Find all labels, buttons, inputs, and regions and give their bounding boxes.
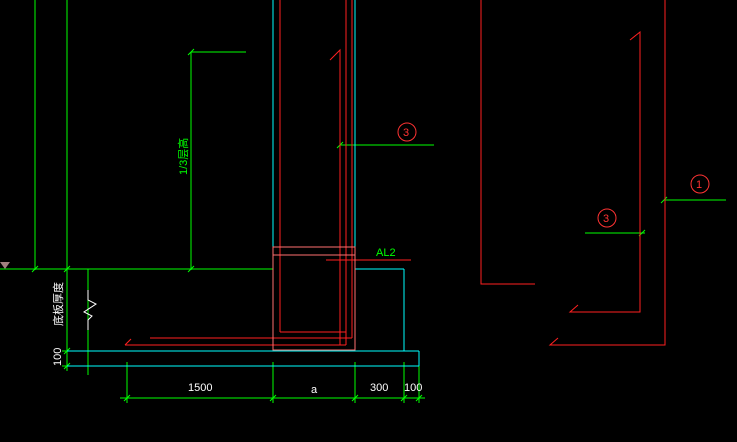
- slab-note-label: 底板厚度: [51, 282, 65, 326]
- bar-callout-3-left: 3: [403, 127, 409, 139]
- cyan-linework: [67, 0, 420, 367]
- dimension-ticks: [31, 48, 668, 402]
- height-note-label: 1/3层高: [176, 138, 190, 175]
- dim-100-label: 100: [404, 382, 422, 394]
- bar-callout-circle: [397, 122, 417, 142]
- zigzag-break-icon: [83, 290, 97, 330]
- beam-outline: [272, 246, 356, 351]
- dim-300-label: 300: [370, 382, 388, 394]
- beam-tag-label: AL2: [376, 247, 396, 259]
- bar-callout-3-right: 3: [603, 213, 609, 225]
- bar-callout-1-right: 1: [696, 179, 702, 191]
- green-linework: [0, 0, 726, 403]
- dim-100-vertical-label: 100: [52, 348, 64, 366]
- bar-callout-circle: [690, 174, 710, 194]
- red-linework: [124, 0, 666, 346]
- bar-callout-circle: [597, 208, 617, 228]
- bar-callouts: [397, 122, 710, 228]
- dim-1500-label: 1500: [188, 382, 212, 394]
- triangle-marker-icon: [0, 262, 10, 269]
- dim-a-label: a: [311, 384, 318, 396]
